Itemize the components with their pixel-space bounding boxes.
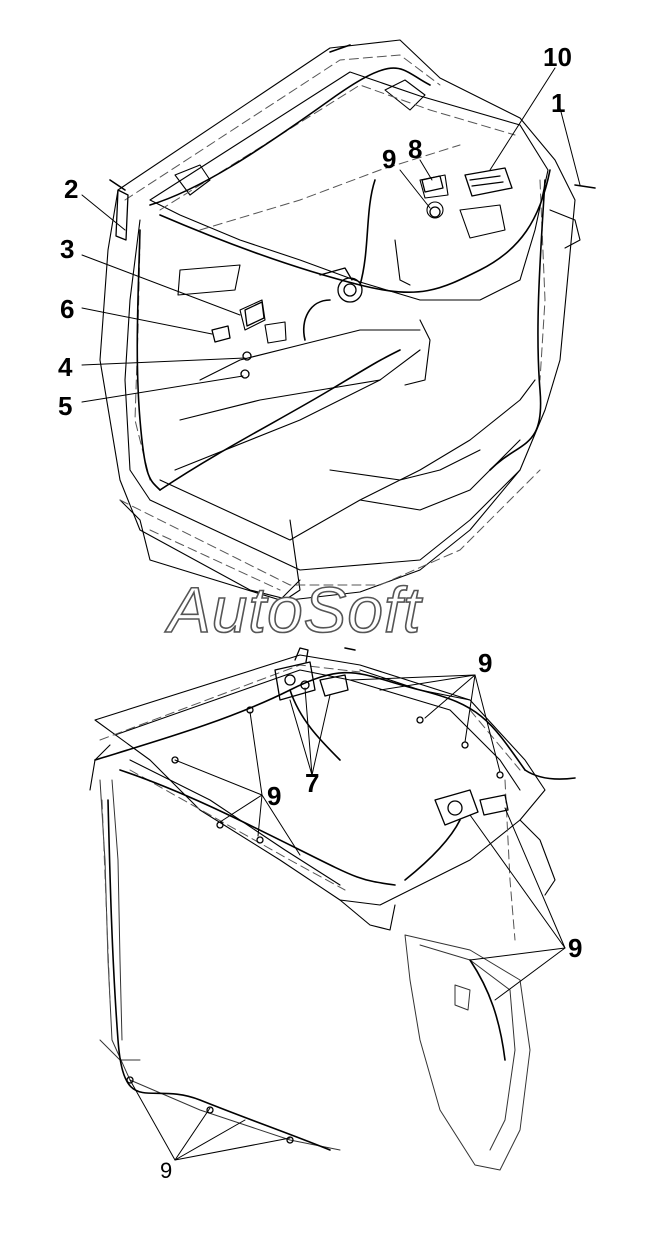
lower-roof-frame [89, 654, 556, 931]
lower-leader-lines [129, 674, 566, 1161]
lower-dashed-harness [99, 664, 521, 1001]
callout-9-door-right: 9 [568, 933, 583, 963]
lower-door-frames [99, 779, 531, 1171]
lower-wiring-harness [94, 647, 576, 1151]
upper-leader-lines [81, 67, 581, 403]
watermark-text: AutoSoft [167, 574, 422, 646]
lower-components [126, 647, 509, 1144]
callout-2: 2 [64, 174, 79, 204]
callout-3: 3 [60, 234, 75, 264]
upper-cab-frame [99, 39, 581, 601]
callout-7: 7 [305, 768, 320, 798]
upper-components [115, 167, 513, 379]
upper-wiring-harness [109, 44, 596, 491]
upper-dashed-harness [119, 54, 546, 591]
callout-10: 10 [543, 42, 572, 72]
callout-6: 6 [60, 294, 75, 324]
callout-1: 1 [551, 88, 566, 118]
callout-8: 8 [408, 134, 423, 164]
callout-9-bottom: 9 [160, 1158, 173, 1183]
callout-5: 5 [58, 391, 73, 421]
callout-9-upper: 9 [382, 144, 397, 174]
callout-4: 4 [58, 352, 73, 382]
callout-9-roof-center: 9 [267, 781, 282, 811]
callout-9-roof-right: 9 [478, 648, 493, 678]
